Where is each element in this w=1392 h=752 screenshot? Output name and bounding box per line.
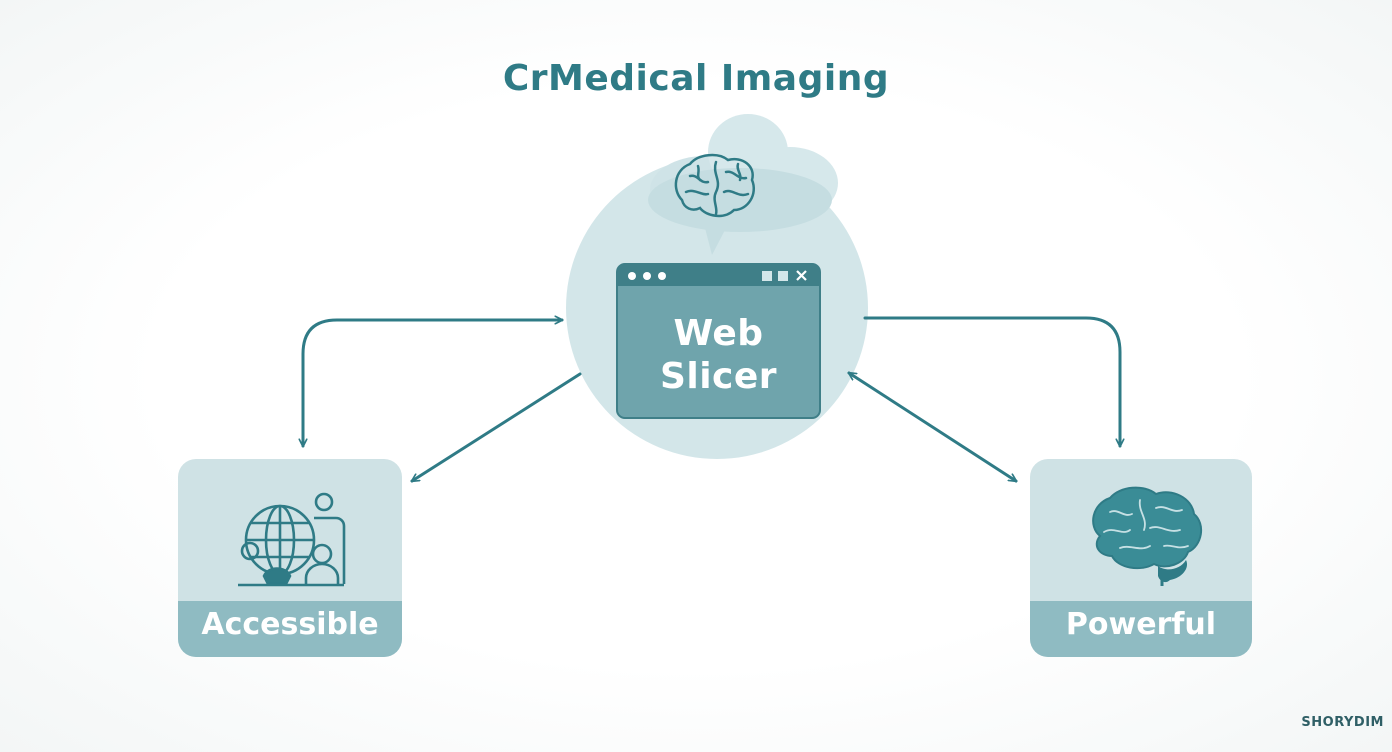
arrow-circle-to-accessible-diag: [410, 372, 582, 483]
brain-icon: [674, 153, 755, 218]
web-slicer-label-line: Slicer: [659, 356, 778, 397]
web-slicer-label: Web Slicer: [617, 312, 820, 398]
powerful-label: Powerful: [1065, 607, 1217, 642]
brain-icon: [1092, 486, 1203, 586]
accessible-label: Accessible: [201, 607, 379, 642]
page-title: CrMedical Imaging: [502, 58, 890, 99]
arrow-circle-to-accessible-top: [303, 320, 564, 448]
arrow-circle-to-powerful-top: [863, 316, 1120, 448]
globe-people-icon: [238, 492, 346, 587]
window-dot: [658, 272, 666, 280]
window-dot: [628, 272, 636, 280]
arrow-circle-to-powerful-diag: [847, 371, 1018, 483]
window-square: [778, 271, 788, 281]
brand-watermark: SHORYDIM: [1301, 715, 1384, 730]
close-icon: [796, 270, 807, 281]
connector-arrows: [303, 316, 1120, 483]
window-dot: [643, 272, 651, 280]
window-square: [762, 271, 772, 281]
web-slicer-label-line: Web: [673, 313, 764, 354]
